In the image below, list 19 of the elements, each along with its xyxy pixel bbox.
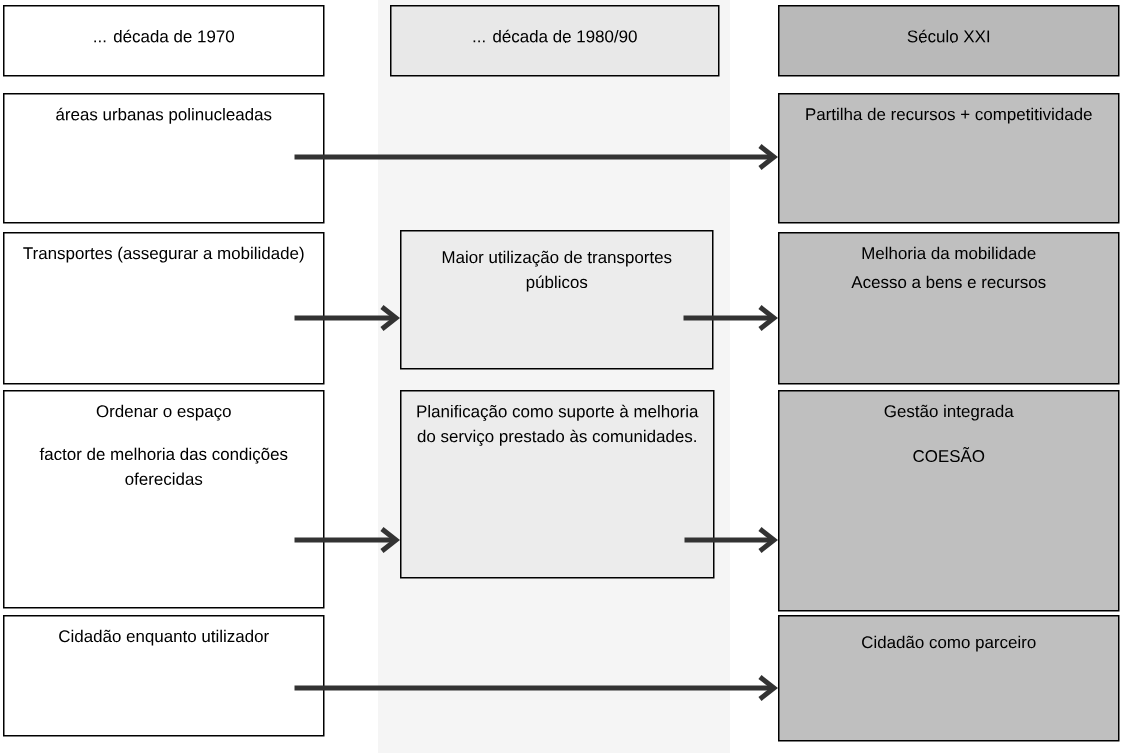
column-header: Século XXI (778, 5, 1120, 77)
text-box: Maior utilização de transportes públicos (400, 230, 714, 370)
text-box: áreas urbanas polinucleadas (3, 93, 325, 224)
arrow (683, 305, 778, 331)
column-header: ... década de 1970 (3, 5, 325, 77)
arrow (684, 527, 778, 553)
text-box: Planificação como suporte à melhoria do serviço prestado às comunidades. (400, 390, 715, 579)
text-box: Transportes (assegurar a mobilidade) (3, 232, 325, 385)
text-box: Partilha de recursos + competitividade (778, 93, 1120, 224)
arrow (294, 144, 778, 170)
text-box: Cidadão como parceiro (778, 615, 1120, 742)
arrow (294, 527, 400, 553)
text-box: Melhoria da mobilidade Acesso a bens e recursos (778, 232, 1120, 385)
text-box: Cidadão enquanto utilizador (3, 615, 325, 737)
text-box: Gestão integrada COESÃO (778, 390, 1120, 612)
column-header: ... década de 1980/90 (390, 5, 720, 77)
arrow (294, 305, 400, 331)
text-box: Ordenar o espaço factor de melhoria das condições oferecidas (3, 390, 325, 609)
arrow (294, 675, 778, 701)
